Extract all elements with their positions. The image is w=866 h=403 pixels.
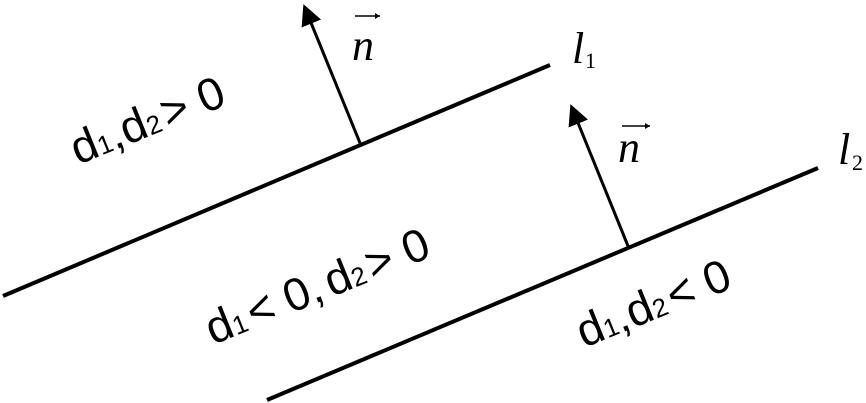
line-label-l1: l 1 <box>572 24 596 73</box>
normal-arrow-1 <box>301 4 362 144</box>
svg-text:n: n <box>618 123 640 172</box>
region-label-between: d1< 0,d2> 0 <box>197 217 437 354</box>
svg-text:l: l <box>572 24 584 73</box>
normal-label-1: n <box>352 13 380 70</box>
svg-text:1: 1 <box>585 48 596 73</box>
line-l1 <box>2 63 551 298</box>
svg-text:d1< 0,d2> 0: d1< 0,d2> 0 <box>197 217 437 354</box>
region-label-above: d1,d2> 0 <box>62 65 232 174</box>
svg-text:n: n <box>352 21 374 70</box>
svg-text:l: l <box>838 125 850 174</box>
svg-text:d1,d2< 0: d1,d2< 0 <box>568 248 738 357</box>
region-label-below: d1,d2< 0 <box>568 248 738 357</box>
normal-arrow-2 <box>568 104 630 247</box>
svg-text:d1,d2> 0: d1,d2> 0 <box>62 65 232 174</box>
line-l2 <box>266 166 819 402</box>
normal-label-2: n <box>618 123 650 172</box>
svg-text:2: 2 <box>852 150 863 175</box>
line-label-l2: l 2 <box>838 125 863 175</box>
